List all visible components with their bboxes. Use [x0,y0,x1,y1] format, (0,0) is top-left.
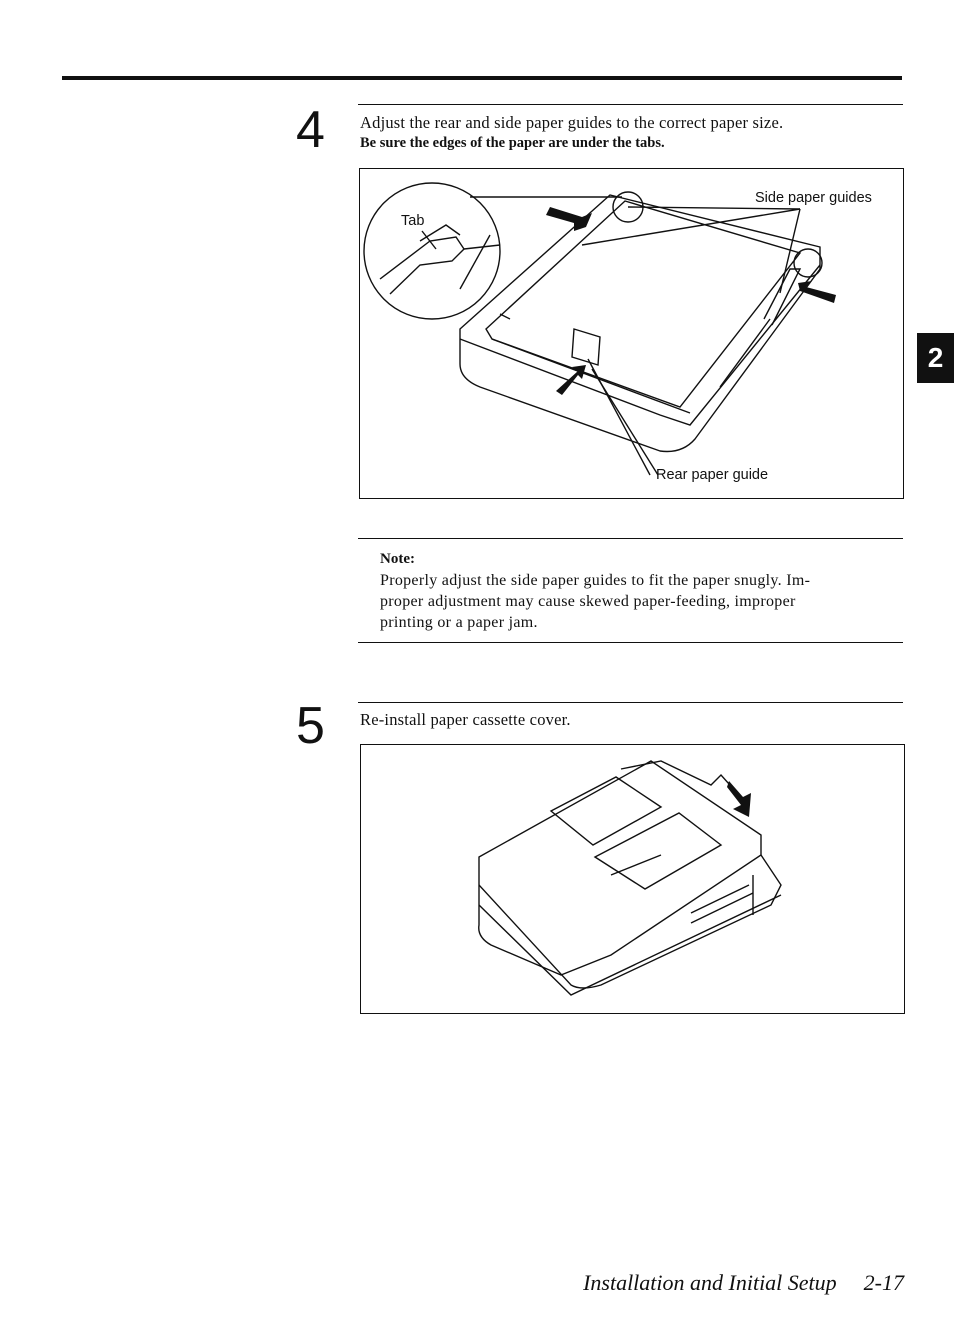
note-line: proper adjustment may cause skewed paper… [380,593,796,610]
paper-guide-figure: Tab Side paper guides Rear paper guide [359,168,904,499]
footer-title: Installation and Initial Setup [583,1270,837,1295]
step-4-emphasis: Be sure the edges of the paper are under… [360,135,665,151]
step-4-instruction: Adjust the rear and side paper guides to… [360,113,784,132]
step-5-instruction: Re-install paper cassette cover. [360,710,571,729]
note-line: Properly adjust the side paper guides to… [380,572,811,589]
cassette-cover-figure [360,744,905,1014]
tab-label: Tab [401,213,425,229]
note-top-rule [358,538,903,539]
side-guides-label: Side paper guides [755,190,872,206]
note-bottom-rule [358,642,903,643]
step-5-rule [358,702,903,703]
cassette-cover-illustration [478,760,782,996]
step-number-4: 4 [296,101,325,159]
chapter-tab: 2 [917,333,954,383]
step-4-rule [358,104,903,105]
page-footer: Installation and Initial Setup 2-17 [583,1270,904,1296]
step-number-5: 5 [296,697,325,755]
cassette-guides-illustration [363,182,836,476]
note-title: Note: [380,551,415,567]
rear-guide-label: Rear paper guide [656,467,769,483]
note-line: printing or a paper jam. [380,614,538,631]
footer-page-number: 2-17 [863,1270,904,1295]
top-rule [62,76,902,80]
note-body: Properly adjust the side paper guides to… [380,570,884,633]
